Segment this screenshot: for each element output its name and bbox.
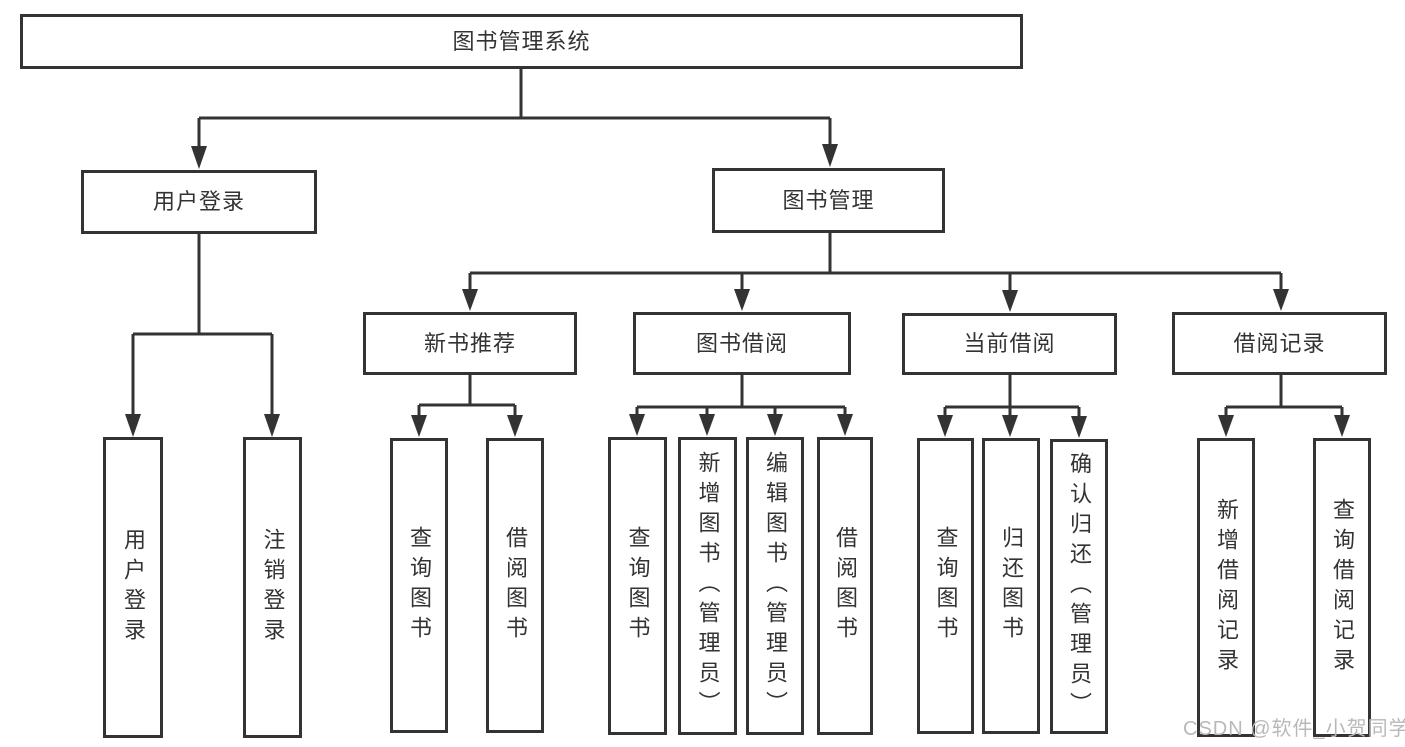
leaf-query-borrow-record: 查询借阅记录 — [1313, 438, 1371, 737]
leaf-borrow-books-borrowing: 借阅图书 — [817, 437, 873, 735]
leaf-label: 归还图书 — [999, 526, 1024, 646]
leaf-label: 借阅图书 — [503, 525, 528, 646]
leaf-confirm-return-admin: 确认归还（管理员） — [1050, 439, 1108, 734]
node-label: 新书推荐 — [423, 330, 516, 356]
leaf-borrow-books-recommendation: 借阅图书 — [486, 438, 544, 733]
connector-paths — [131, 67, 1344, 419]
leaf-label: 编辑图书（管理员） — [763, 451, 788, 721]
arrowheads — [125, 144, 1350, 438]
node-library-management-system: 图书管理系统 — [20, 14, 1023, 69]
leaf-add-books-admin: 新增图书（管理员） — [678, 437, 737, 735]
node-user-login: 用户登录 — [81, 170, 317, 234]
leaf-label: 查询图书 — [407, 525, 432, 646]
leaf-logout: 注销登录 — [243, 437, 302, 738]
leaf-label: 查询图书 — [625, 526, 651, 646]
leaf-query-books-current: 查询图书 — [917, 438, 974, 734]
leaf-label: 借阅图书 — [833, 526, 858, 646]
leaf-label: 用户登录 — [121, 527, 146, 648]
node-book-management: 图书管理 — [712, 168, 945, 233]
node-new-book-recommendation: 新书推荐 — [363, 312, 577, 375]
node-label: 图书管理系统 — [452, 28, 591, 54]
leaf-label: 注销登录 — [260, 527, 286, 648]
leaf-query-books-borrowing: 查询图书 — [608, 437, 667, 735]
node-label: 用户登录 — [152, 189, 245, 214]
leaf-label: 新增图书（管理员） — [695, 451, 721, 721]
leaf-label: 新增借阅记录 — [1214, 497, 1239, 678]
node-borrowing-records: 借阅记录 — [1172, 312, 1387, 375]
leaf-query-books-recommendation: 查询图书 — [390, 438, 448, 733]
leaf-add-borrow-record: 新增借阅记录 — [1197, 438, 1255, 737]
leaf-label: 查询借阅记录 — [1330, 497, 1355, 678]
leaf-edit-books-admin: 编辑图书（管理员） — [746, 437, 804, 735]
leaf-label: 查询图书 — [933, 526, 959, 646]
csdn-watermark: CSDN @软件_小贺同学 — [1183, 718, 1405, 740]
leaf-return-books: 归还图书 — [982, 438, 1040, 734]
node-label: 图书管理 — [782, 187, 875, 213]
leaf-user-login: 用户登录 — [103, 437, 163, 738]
node-book-borrowing: 图书借阅 — [633, 312, 851, 375]
leaf-label: 确认归还（管理员） — [1067, 451, 1092, 722]
node-label: 图书借阅 — [695, 330, 788, 356]
node-current-borrowing: 当前借阅 — [902, 313, 1117, 375]
node-label: 借阅记录 — [1233, 330, 1326, 356]
node-label: 当前借阅 — [963, 331, 1056, 356]
